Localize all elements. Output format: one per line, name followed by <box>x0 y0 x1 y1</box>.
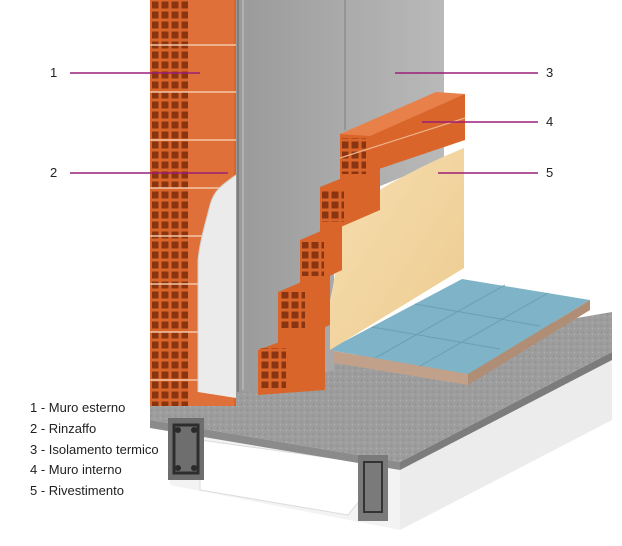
inner-brick-wall <box>258 92 466 395</box>
render-layer <box>197 174 237 398</box>
legend-item-4: 4 - Muro interno <box>30 462 122 478</box>
callout-5: 5 <box>546 165 554 180</box>
legend-item-5: 5 - Rivestimento <box>30 483 124 499</box>
eps-foundation-block <box>170 355 612 530</box>
floor-tiles <box>328 279 590 385</box>
legend-item-1: 1 - Muro esterno <box>30 400 126 415</box>
finish-coating <box>330 148 464 350</box>
callout-2: 2 <box>50 165 58 180</box>
leader-lines <box>70 72 538 174</box>
callout-4: 4 <box>546 114 554 129</box>
legend: 1 - Muro esterno 2 - Rinzaffo 3 - Isolam… <box>30 398 159 502</box>
legend-item-2: 2 - Rinzaffo <box>30 420 97 436</box>
callout-1: 1 <box>50 65 58 80</box>
legend-item-3: 3 - Isolamento termico <box>30 441 159 457</box>
reinforced-beam <box>168 418 388 521</box>
callout-3: 3 <box>546 65 554 80</box>
